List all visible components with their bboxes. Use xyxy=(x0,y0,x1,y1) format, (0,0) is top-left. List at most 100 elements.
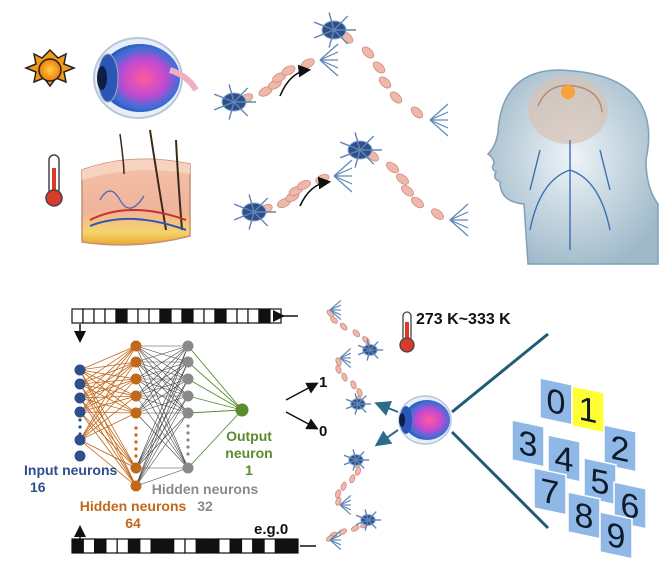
input-neuron xyxy=(74,434,86,446)
sun-icon xyxy=(23,48,77,88)
digit-tile: 5 xyxy=(583,457,617,506)
bit-cell xyxy=(286,538,299,554)
eye-small-icon xyxy=(398,395,452,445)
bit-cell xyxy=(269,308,282,324)
bit-cell xyxy=(236,308,249,324)
edge-hidden1-hidden2 xyxy=(135,345,189,414)
edge-hidden1-hidden2 xyxy=(135,361,189,469)
edge-input-hidden1 xyxy=(79,411,137,469)
neuron-icon xyxy=(339,132,469,237)
axon-terminal xyxy=(333,159,353,177)
edge-input-hidden1 xyxy=(79,345,137,441)
input-neurons-label: Input neurons 16 xyxy=(24,462,118,495)
dendrite xyxy=(369,341,379,351)
edge-input-hidden1 xyxy=(79,345,137,413)
axon-terminal xyxy=(333,167,353,177)
output-neuron xyxy=(235,403,249,417)
axon-terminal xyxy=(449,211,469,221)
edge-input-hidden1 xyxy=(79,439,137,487)
dendrite xyxy=(339,149,361,159)
axon-terminal xyxy=(329,309,342,321)
axon-terminal xyxy=(429,119,449,137)
neuron-icon xyxy=(334,449,370,516)
dendrite xyxy=(339,141,361,151)
bit-cell xyxy=(137,308,150,324)
edge-input-hidden1 xyxy=(79,345,137,399)
myelin-segment xyxy=(378,76,392,89)
myelin-segment xyxy=(281,65,296,76)
edge-input-hidden1 xyxy=(79,369,137,414)
axon-terminal xyxy=(319,51,339,61)
bit-cell xyxy=(184,538,197,554)
hidden1-neuron xyxy=(130,407,142,419)
ellipsis-dot xyxy=(134,426,138,430)
axon-terminal xyxy=(339,357,352,369)
neuron-icon xyxy=(233,159,353,230)
edge-input-hidden1 xyxy=(79,411,137,414)
dendrite xyxy=(253,197,269,213)
output-neuron-label: Output neuron 1 xyxy=(225,428,273,478)
dendrite xyxy=(355,451,365,461)
dendrite xyxy=(233,101,249,117)
dendrite xyxy=(359,135,375,151)
axon-terminal xyxy=(339,494,352,506)
myelin-segment xyxy=(300,58,315,69)
edge-hidden2-output xyxy=(187,378,243,411)
ellipsis-dot xyxy=(134,440,138,444)
myelin-segment xyxy=(335,365,342,374)
edge-input-hidden1 xyxy=(79,361,137,385)
axon-terminal xyxy=(329,534,342,541)
dendrite xyxy=(345,403,359,410)
edge-input-hidden1 xyxy=(79,361,137,413)
ellipsis-dot xyxy=(134,433,138,437)
myelin-segment xyxy=(386,161,399,174)
edge-input-hidden1 xyxy=(79,369,137,469)
neuron-icon xyxy=(313,12,449,137)
axon-terminal xyxy=(319,59,339,77)
neuron-icon xyxy=(325,509,382,551)
edge-hidden1-hidden2 xyxy=(135,395,189,414)
digit-tile: 9 xyxy=(599,511,633,560)
edge-input-hidden1 xyxy=(79,378,137,399)
myelin-segment xyxy=(334,489,342,499)
axon-terminal xyxy=(319,43,339,61)
hidden2-neuron xyxy=(182,407,194,419)
eye-icon xyxy=(93,37,199,119)
edge-input-hidden1 xyxy=(79,369,137,380)
view-cone-upper xyxy=(451,332,549,414)
myelin-segment xyxy=(340,481,347,491)
hidden1-neuron xyxy=(130,356,142,368)
dendrite xyxy=(364,509,369,521)
edge-hidden1-hidden2 xyxy=(135,467,189,487)
dendrite xyxy=(228,101,235,120)
ellipsis-dot xyxy=(78,432,82,436)
network-connections xyxy=(79,345,243,487)
axon-terminal xyxy=(429,111,449,121)
edge-hidden1-hidden2 xyxy=(135,412,189,487)
hidden2-neuron xyxy=(182,462,194,474)
ellipsis-dot xyxy=(186,445,190,449)
dendrite xyxy=(345,398,359,405)
axon-terminal xyxy=(429,119,449,129)
digit-tile-bg xyxy=(533,467,567,516)
bit-cell xyxy=(173,538,186,554)
digit-tile: 3 xyxy=(511,419,545,468)
bit-cell xyxy=(159,308,172,324)
edge-input-hidden1 xyxy=(79,383,137,397)
digit-tile: 0 xyxy=(539,377,573,426)
digit-label: 2 xyxy=(611,429,630,471)
edge-hidden1-hidden2 xyxy=(135,361,189,414)
skin-section-icon xyxy=(81,129,191,246)
bit-cell xyxy=(247,308,260,324)
eye-to-neuron-arrow-2 xyxy=(374,429,399,447)
axon-terminal xyxy=(449,203,469,221)
bit-cell xyxy=(71,538,84,554)
bit-cell xyxy=(71,308,84,324)
digit-tile: 7 xyxy=(533,467,567,516)
bit-cell xyxy=(126,308,139,324)
output-low-arrow xyxy=(285,411,319,430)
digit-tile: 2 xyxy=(603,424,637,473)
digit-label: 9 xyxy=(607,516,626,558)
ellipsis-dot xyxy=(134,454,138,458)
output-value-low: 0 xyxy=(319,423,328,440)
